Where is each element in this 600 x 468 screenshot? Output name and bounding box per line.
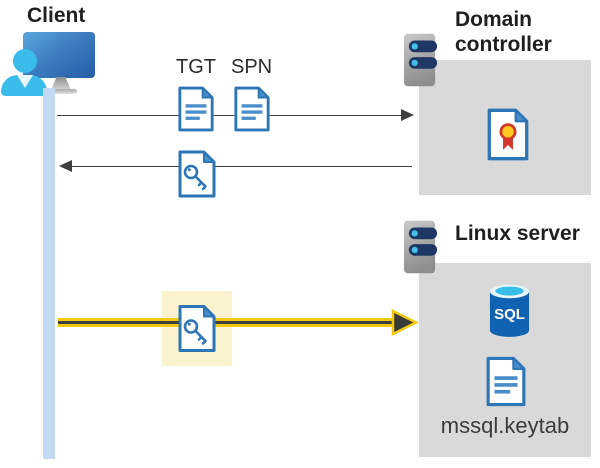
user-icon	[13, 49, 37, 73]
tgt-document-icon	[177, 86, 215, 132]
sql-database-label: SQL	[494, 306, 525, 323]
response-arrow-head-icon	[59, 160, 72, 172]
sql-connection-arrow-head-icon	[391, 309, 419, 337]
client-lifeline	[43, 88, 55, 459]
request-arrow-head-icon	[401, 109, 414, 121]
request-arrow-line	[57, 115, 403, 116]
response-arrow-line	[72, 166, 412, 167]
sql-database-icon: SQL	[488, 282, 531, 340]
spn-label: SPN	[231, 56, 273, 78]
monitor-stand-base	[45, 89, 77, 94]
client-label: Client	[27, 4, 86, 27]
keytab-document-icon	[485, 355, 527, 408]
keytab-label: mssql.keytab	[440, 413, 570, 438]
monitor-stand	[51, 77, 71, 90]
ticket-key-document-icon	[177, 150, 217, 198]
highlighted-key-document-icon	[177, 304, 217, 353]
domain-controller-server-icon	[403, 32, 440, 88]
spn-document-icon	[233, 86, 271, 132]
certificate-document-icon	[486, 107, 530, 162]
linux-server-icon	[403, 219, 440, 275]
linux-server-label: Linux server	[455, 222, 580, 245]
sql-connection-arrow-line	[58, 318, 394, 327]
domain-controller-label: Domain controller	[455, 8, 552, 56]
tgt-label: TGT	[176, 56, 216, 78]
